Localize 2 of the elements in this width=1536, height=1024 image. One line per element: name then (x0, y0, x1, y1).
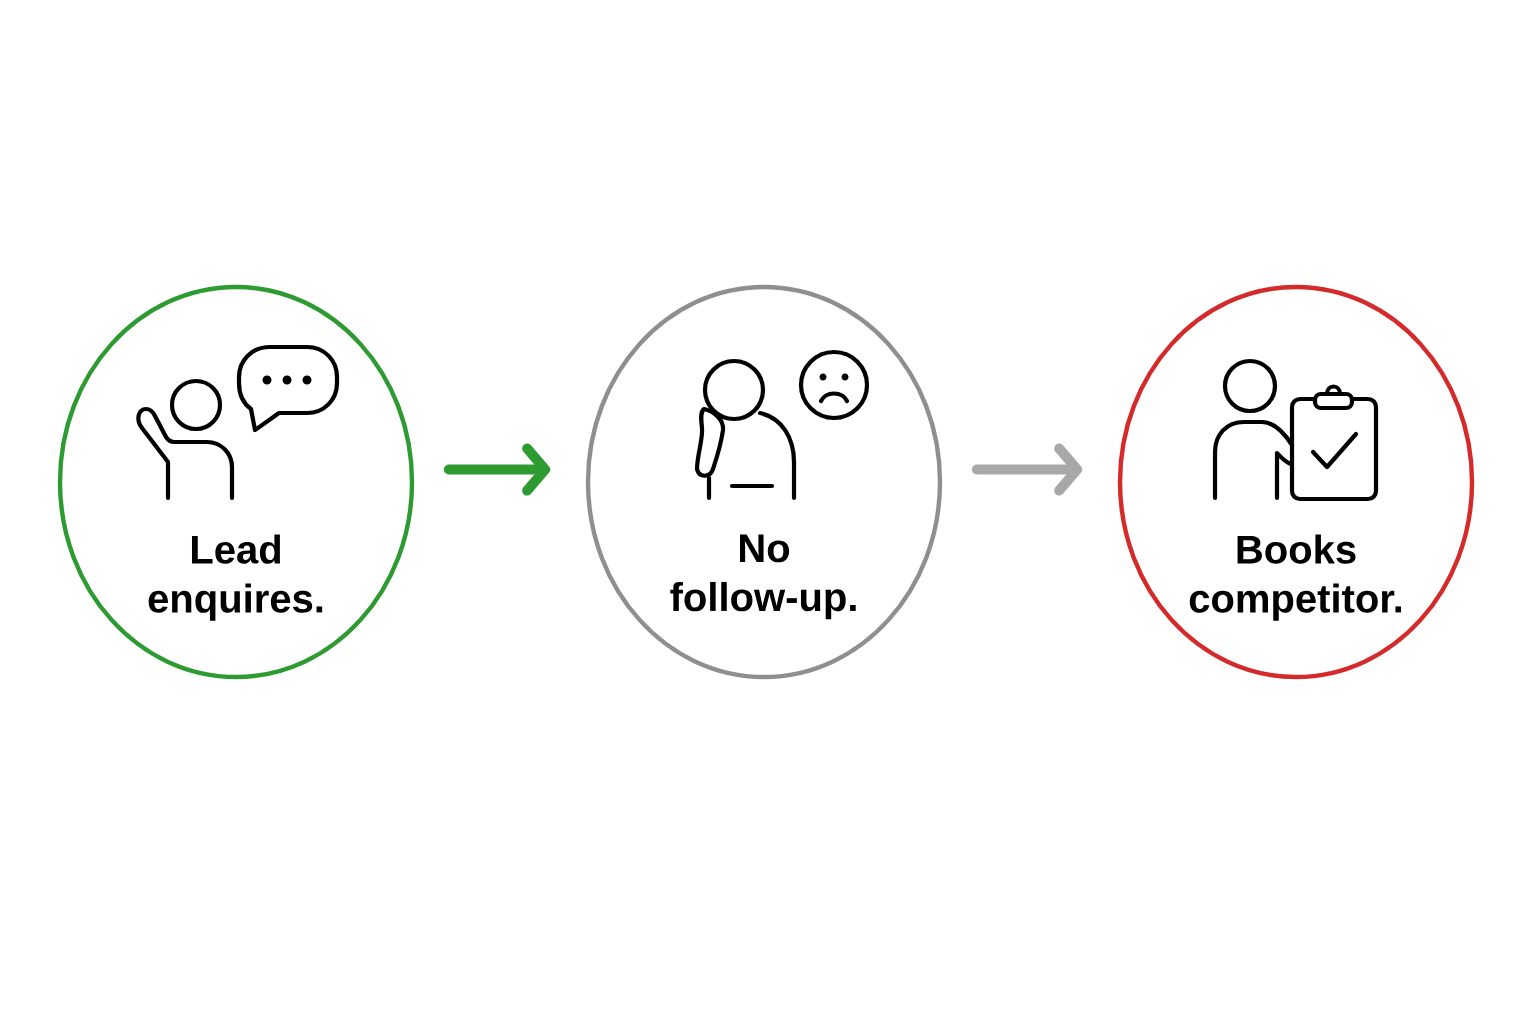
arrow (971, 443, 1083, 496)
arrow (443, 443, 551, 496)
